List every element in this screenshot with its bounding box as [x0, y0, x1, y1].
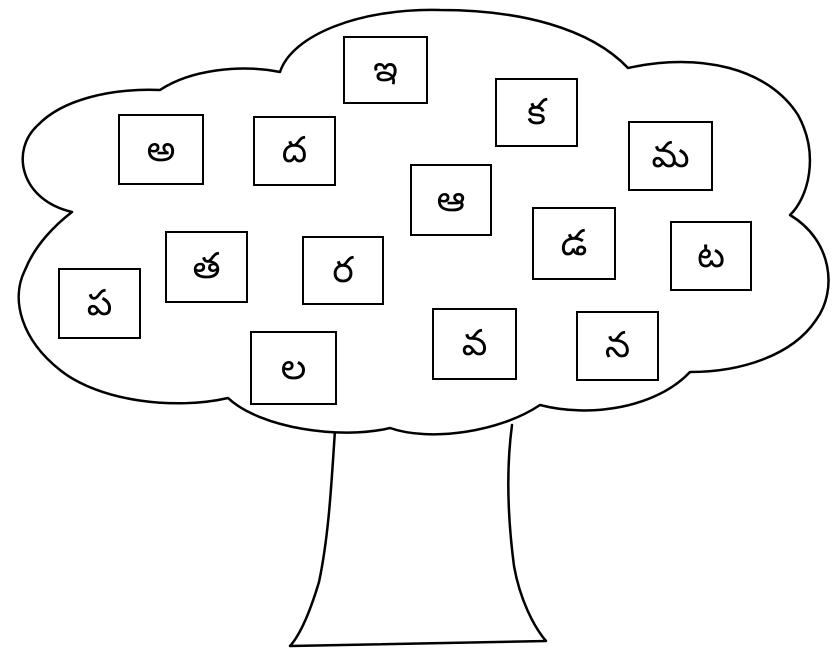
- letter-box[interactable]: త: [165, 231, 248, 303]
- letter-box[interactable]: ర: [302, 236, 384, 305]
- letter-box[interactable]: డ: [532, 207, 616, 280]
- tree-trunk: [288, 414, 548, 648]
- letter-box[interactable]: అ: [118, 114, 204, 185]
- letter-box[interactable]: క: [495, 78, 578, 147]
- letter-box[interactable]: ఆ: [410, 164, 492, 236]
- letter-box[interactable]: ద: [253, 116, 336, 186]
- letter-box[interactable]: ల: [250, 331, 337, 405]
- letter-box[interactable]: ట: [670, 221, 752, 291]
- letter-box[interactable]: వ: [432, 308, 517, 380]
- letter-box[interactable]: న: [576, 311, 659, 381]
- letter-box[interactable]: మ: [628, 121, 713, 191]
- letter-box[interactable]: ఇ: [343, 36, 428, 104]
- letter-box[interactable]: ప: [58, 268, 141, 339]
